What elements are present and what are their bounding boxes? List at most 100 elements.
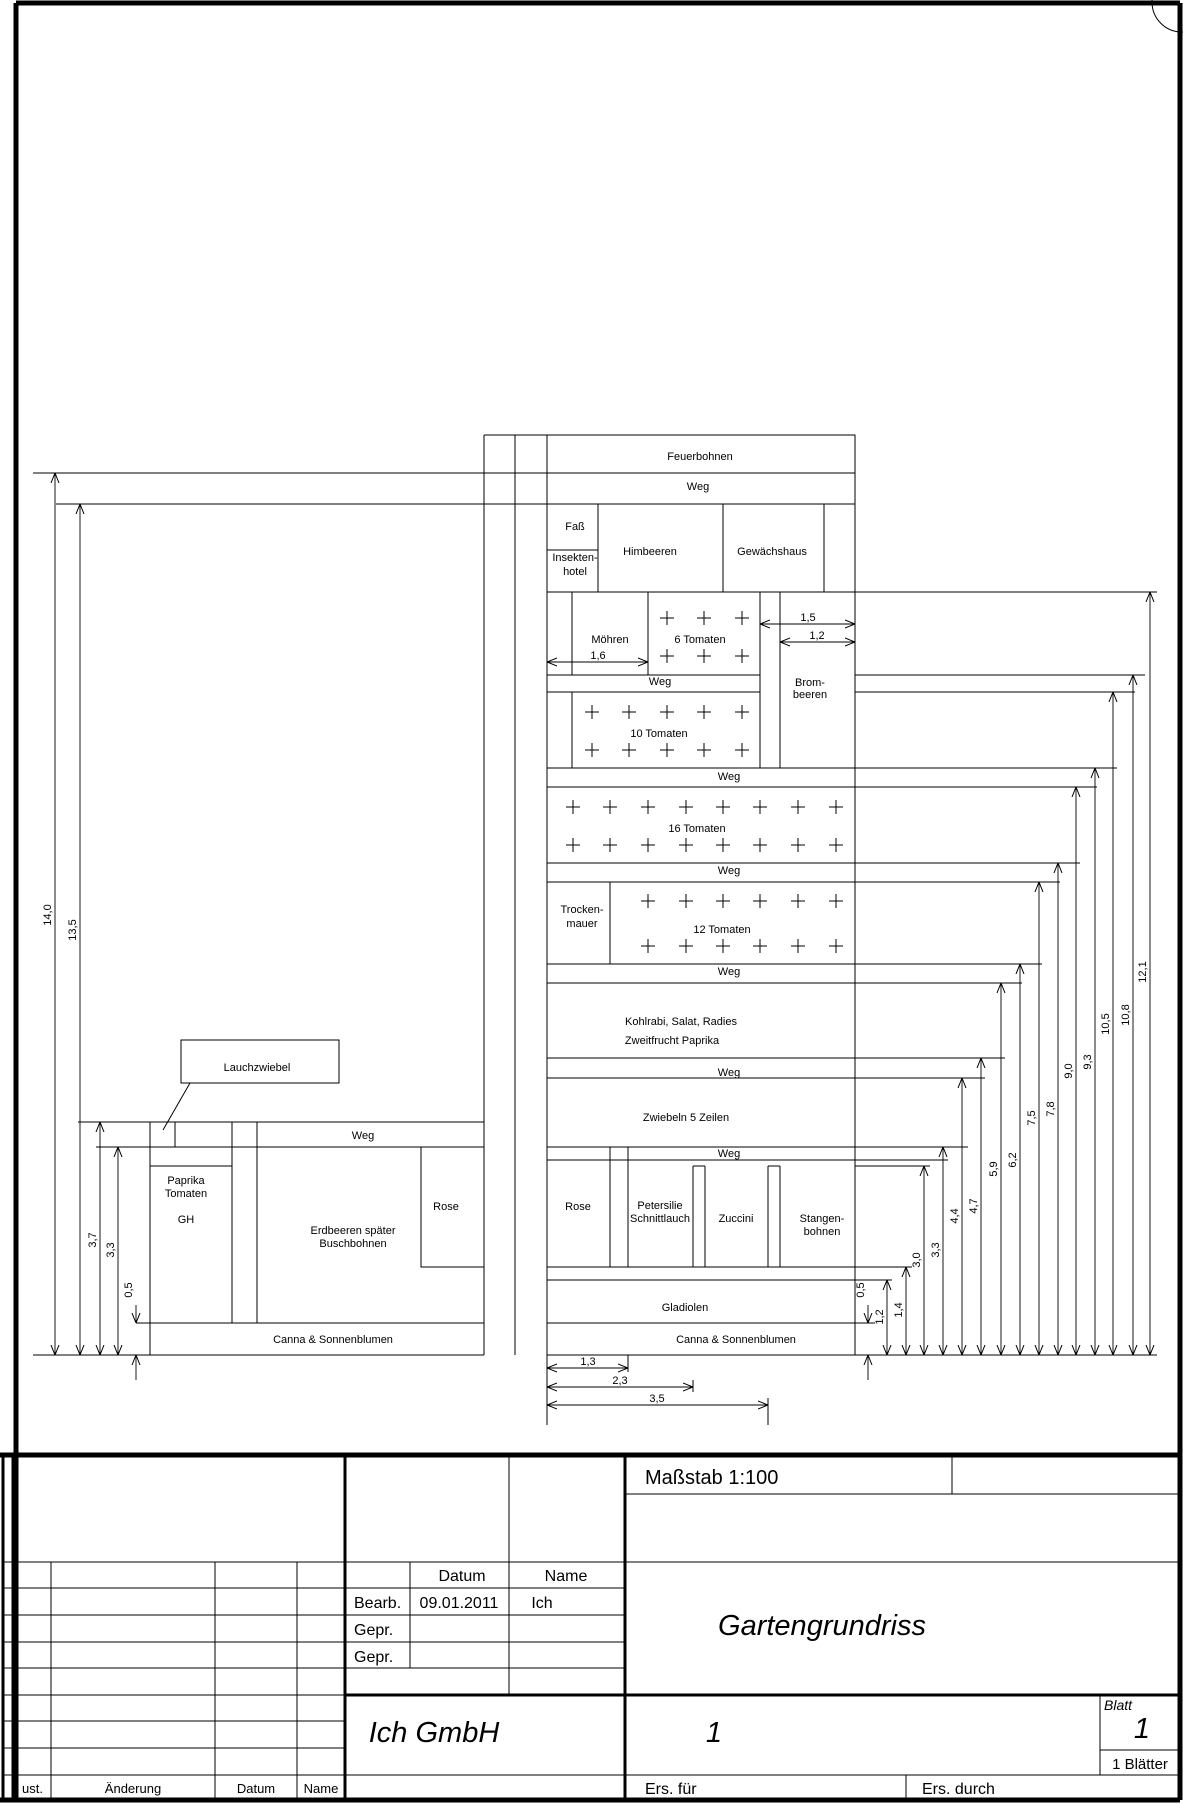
plant-plus-icon <box>660 705 674 719</box>
dim-label: 3,3 <box>930 1242 942 1257</box>
dim-label: 9,0 <box>1063 1063 1075 1078</box>
datum-header: Datum <box>438 1568 485 1585</box>
plant-plus-icon <box>679 838 693 852</box>
plant-plus-icon <box>641 894 655 908</box>
trockenmauer-line1: Trocken- <box>561 904 604 916</box>
dim-label: 9,3 <box>1082 1054 1094 1069</box>
tomato-plant-markers <box>566 611 843 953</box>
label-fass: Faß <box>565 521 585 533</box>
plant-plus-icon <box>679 894 693 908</box>
left-garden <box>33 472 1157 1356</box>
plant-plus-icon <box>716 894 730 908</box>
dim-label: 5,9 <box>988 1161 1000 1176</box>
company-name: Ich GmbH <box>369 1717 500 1749</box>
plant-plus-icon <box>735 705 749 719</box>
label-gladiolen: Gladiolen <box>662 1302 708 1314</box>
rev-aenderung-header: Änderung <box>105 1781 161 1796</box>
dim-label: 7,8 <box>1045 1101 1057 1116</box>
sheet-count: 1 Blätter <box>1112 1756 1168 1773</box>
dim-label: 3,5 <box>649 1393 664 1405</box>
plant-plus-icon <box>641 800 655 814</box>
petersilie-line2: Schnittlauch <box>630 1213 690 1225</box>
ers-durch-label: Ers. durch <box>922 1781 995 1798</box>
plant-plus-icon <box>791 939 805 953</box>
label-stangenbohnen: Stangen-bohnen <box>800 1213 845 1238</box>
erdbeeren-line2: Buschbohnen <box>319 1238 386 1250</box>
dim-label: 3,3 <box>105 1242 117 1257</box>
label-moehren: Möhren <box>591 634 628 646</box>
plant-plus-icon <box>697 649 711 663</box>
plant-plus-icon <box>791 838 805 852</box>
plant-plus-icon <box>735 649 749 663</box>
label-canna: Canna & Sonnenblumen <box>676 1334 796 1346</box>
label-weg: Weg <box>718 771 740 783</box>
label-16-tomaten: 16 Tomaten <box>668 823 725 835</box>
plant-plus-icon <box>716 800 730 814</box>
dim-label: 4,7 <box>968 1198 980 1213</box>
label-weg: Weg <box>718 1148 740 1160</box>
plant-plus-icon <box>829 838 843 852</box>
plant-plus-icon <box>679 800 693 814</box>
rev-datum-header: Datum <box>237 1781 275 1796</box>
dimension-labels: 14,0 13,5 3,7 3,3 0,5 12,1 10,8 10,5 9,3… <box>42 612 1149 1405</box>
dim-label: 14,0 <box>42 904 54 925</box>
plant-plus-icon <box>603 800 617 814</box>
scale-label: Maßstab 1:100 <box>645 1467 778 1489</box>
stangenbohnen-line1: Stangen- <box>800 1213 845 1225</box>
brombeeren-line1: Brom- <box>795 677 825 689</box>
petersilie-line1: Petersilie <box>637 1200 682 1212</box>
plant-plus-icon <box>753 939 767 953</box>
trockenmauer-line2: mauer <box>566 918 598 930</box>
name-header: Name <box>545 1568 588 1585</box>
dim-label: 2,3 <box>612 1375 627 1387</box>
dim-label: 10,8 <box>1120 1004 1132 1025</box>
plant-plus-icon <box>697 743 711 757</box>
plant-plus-icon <box>716 838 730 852</box>
plant-plus-icon <box>716 939 730 953</box>
dim-label: 1,4 <box>893 1302 905 1317</box>
lauchzwiebel-callout <box>162 1039 340 1131</box>
title-block: Maßstab 1:100 Datum Name Bearb. 09.01.20… <box>3 1455 1180 1800</box>
label-weg: Weg <box>649 676 671 688</box>
brombeeren-line2: beeren <box>793 689 827 701</box>
plant-plus-icon <box>829 894 843 908</box>
bearb-label: Bearb. <box>354 1595 401 1612</box>
dim-label: 12,1 <box>1137 961 1149 982</box>
dim-label: 7,5 <box>1026 1110 1038 1125</box>
dim-label: 1,3 <box>580 1356 595 1368</box>
label-canna: Canna & Sonnenblumen <box>273 1334 393 1346</box>
plant-plus-icon <box>829 939 843 953</box>
drawing-number: 1 <box>706 1717 722 1749</box>
rev-name-header: Name <box>304 1781 339 1796</box>
gepr-label: Gepr. <box>354 1622 393 1639</box>
erdbeeren-line1: Erdbeeren später <box>311 1225 396 1237</box>
gepr-label: Gepr. <box>354 1649 393 1666</box>
label-weg: Weg <box>718 966 740 978</box>
dim-label: 1,2 <box>874 1309 886 1324</box>
dim-label: 1,5 <box>800 612 815 624</box>
central-path <box>483 434 547 1355</box>
plant-plus-icon <box>791 800 805 814</box>
dim-label: 6,2 <box>1007 1152 1019 1167</box>
label-rose: Rose <box>565 1201 591 1213</box>
label-insektenhotel: Insekten-hotel <box>552 552 598 578</box>
bearb-date: 09.01.2011 <box>420 1595 499 1612</box>
label-himbeeren: Himbeeren <box>623 546 677 558</box>
plant-plus-icon <box>622 743 636 757</box>
plant-plus-icon <box>753 838 767 852</box>
paprika-line1: Paprika <box>167 1175 205 1187</box>
label-trockenmauer: Trocken-mauer <box>561 904 604 930</box>
plant-plus-icon <box>660 743 674 757</box>
dimension-lines <box>55 473 1150 1425</box>
label-10-tomaten: 10 Tomaten <box>630 728 687 740</box>
label-6-tomaten: 6 Tomaten <box>674 634 725 646</box>
plant-plus-icon <box>566 800 580 814</box>
dim-label: 4,4 <box>949 1208 961 1223</box>
label-weg: Weg <box>718 865 740 877</box>
plant-plus-icon <box>679 939 693 953</box>
plant-plus-icon <box>735 611 749 625</box>
plant-plus-icon <box>660 611 674 625</box>
